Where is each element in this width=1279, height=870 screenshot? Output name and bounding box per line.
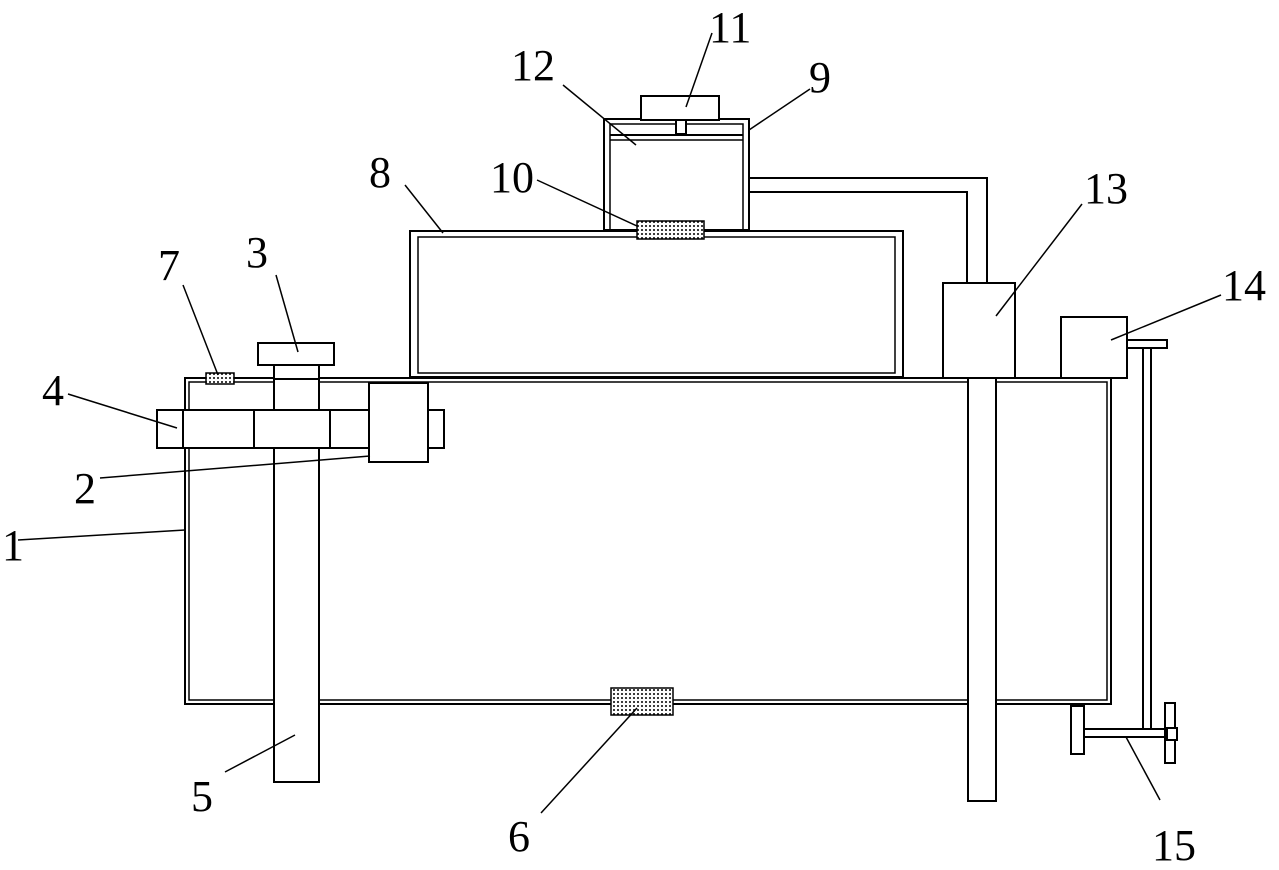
- label-4: 4: [42, 366, 64, 415]
- label-5: 5: [191, 772, 213, 821]
- label-1: 1: [2, 521, 24, 570]
- pump: [942, 282, 1016, 379]
- bottom-mesh: [610, 687, 674, 716]
- top-sensor: [205, 372, 235, 385]
- cross-assembly: [156, 382, 445, 463]
- label-12: 12: [511, 41, 555, 90]
- vertical-pipe: [967, 377, 997, 802]
- control-box: [1060, 316, 1128, 379]
- label-2: 2: [74, 464, 96, 513]
- upper-tank: [409, 230, 904, 378]
- part-labels: 1 2 3 4 5 6 7 8 9 10 11 12 13 14 15: [2, 3, 1266, 870]
- label-7: 7: [158, 241, 180, 290]
- connecting-pipe: [749, 177, 988, 283]
- label-8: 8: [369, 148, 391, 197]
- valve-handle-assembly: [1070, 339, 1178, 764]
- label-9: 9: [809, 53, 831, 102]
- label-11: 11: [709, 3, 751, 52]
- top-motor: [640, 95, 720, 135]
- shaft-cap: [257, 342, 335, 380]
- top-mesh: [636, 220, 705, 240]
- label-13: 13: [1084, 164, 1128, 213]
- label-14: 14: [1222, 261, 1266, 310]
- label-6: 6: [508, 812, 530, 861]
- leader-lines: [17, 32, 1222, 814]
- label-10: 10: [490, 153, 534, 202]
- label-15: 15: [1152, 821, 1196, 870]
- label-3: 3: [246, 228, 268, 277]
